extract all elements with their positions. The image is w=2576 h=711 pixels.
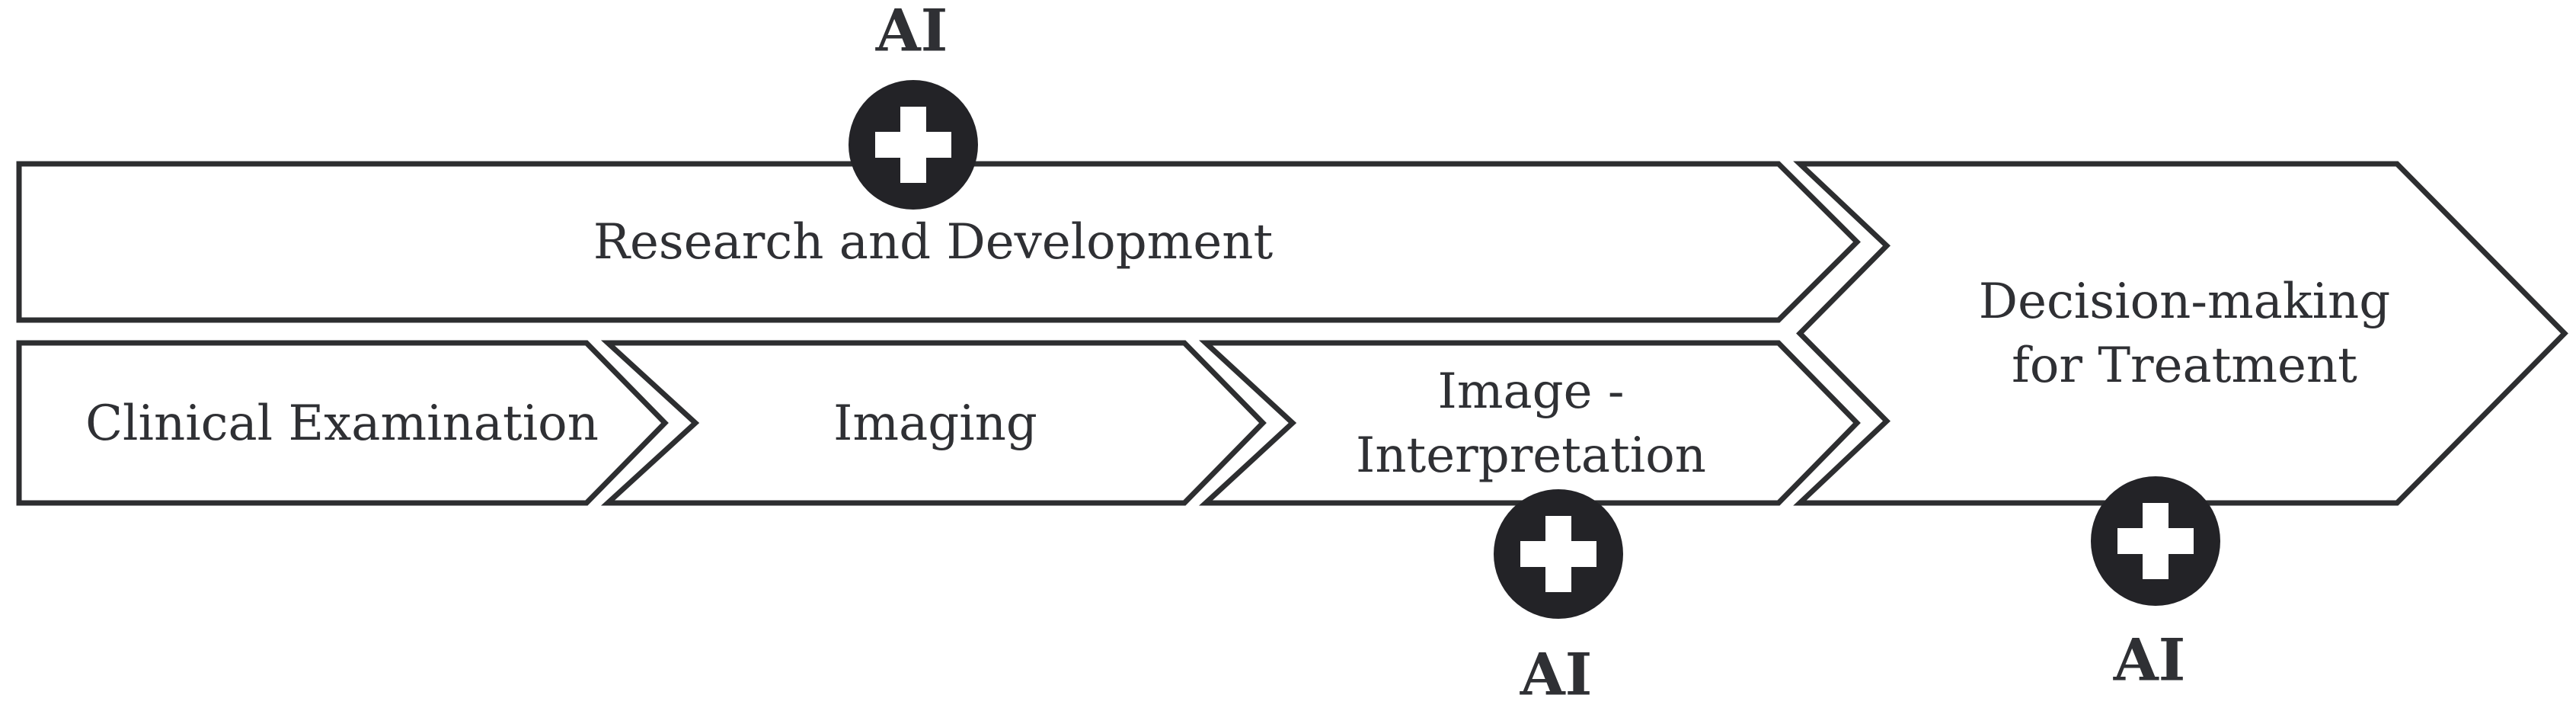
decision-making-label-line1: Decision-making: [1979, 274, 2390, 330]
clinical-examination-arrow-shape: [16, 340, 669, 506]
research-and-development-label: Research and Development: [593, 214, 1274, 271]
imaging-arrow-shape: [600, 340, 1267, 506]
ai-marker-research-and-development: AI: [849, 0, 978, 210]
plus-icon: [1520, 516, 1596, 592]
plus-icon: [875, 107, 951, 183]
plus-icon: [2117, 503, 2194, 579]
ai-label-top: AI: [875, 0, 948, 65]
image-interpretation-label-line2: Interpretation: [1356, 428, 1706, 484]
stage-clinical-examination: Clinical Examination: [16, 340, 669, 506]
stage-image-interpretation: Image - Interpretation: [1199, 340, 1861, 506]
decision-making-arrow-shape: [1793, 161, 2568, 506]
imaging-label: Imaging: [833, 396, 1037, 452]
stage-decision-making-for-treatment: Decision-making for Treatment: [1793, 161, 2568, 506]
image-interpretation-arrow-shape: [1199, 340, 1861, 506]
image-interpretation-label-line1: Image -: [1438, 364, 1625, 420]
ai-label-image-interpretation: AI: [1520, 641, 1593, 709]
research-and-development-arrow-shape: [16, 161, 1861, 323]
clinical-examination-label: Clinical Examination: [85, 396, 599, 452]
ai-marker-image-interpretation: AI: [1494, 489, 1623, 709]
ai-label-decision-making: AI: [2113, 626, 2186, 694]
stage-research-and-development: Research and Development: [16, 161, 1861, 323]
decision-making-label-line2: for Treatment: [2012, 338, 2357, 394]
ai-marker-decision-making: AI: [2091, 476, 2220, 694]
stage-imaging: Imaging: [600, 340, 1267, 506]
